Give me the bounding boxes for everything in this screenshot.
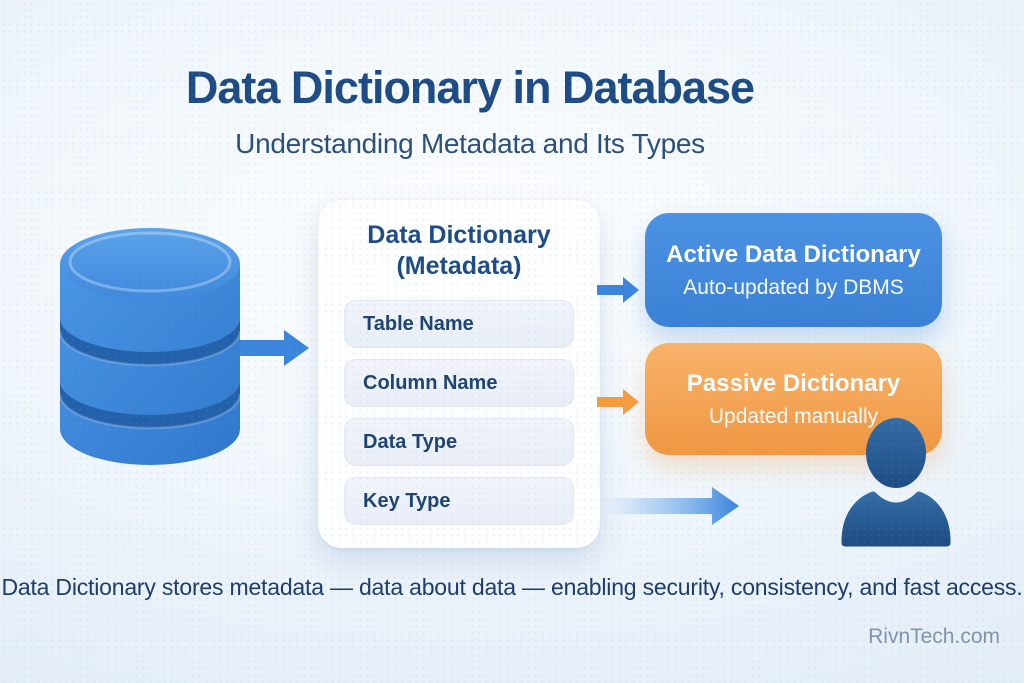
watermark-text: RivnTech.com [868,625,1000,648]
passive-dictionary-title: Passive Dictionary [686,369,901,397]
metadata-field-table-name: Table Name [344,300,574,348]
metadata-field-key-type: Key Type [344,477,574,525]
active-dictionary-box: Active Data Dictionary Auto-updated by D… [645,213,942,327]
metadata-field-column-name: Column Name [344,359,574,407]
data-dictionary-card: Data Dictionary (Metadata) Table Name Co… [318,200,600,548]
card-title-line2: (Metadata) [396,251,522,280]
passive-dictionary-subtitle: Updated manually [708,404,879,428]
card-title-line1: Data Dictionary [367,221,551,249]
arrow-right-gradient-icon [600,487,739,525]
database-icon [58,228,242,465]
page-title: Data Dictionary in Database [185,62,755,113]
arrow-right-icon [597,277,639,303]
footer-caption: Data Dictionary stores metadata — data a… [1,574,1023,600]
card-title: Data Dictionary (Metadata) [318,220,600,281]
page-subtitle: Understanding Metadata and Its Types [235,128,705,159]
active-dictionary-title: Active Data Dictionary [666,240,921,268]
metadata-field-data-type: Data Type [344,418,574,466]
arrow-right-icon [597,389,639,415]
user-icon [841,418,951,547]
arrow-right-icon [240,330,309,366]
metadata-field-list: Table Name Column Name Data Type Key Typ… [344,300,574,525]
active-dictionary-subtitle: Auto-updated by DBMS [683,275,904,299]
